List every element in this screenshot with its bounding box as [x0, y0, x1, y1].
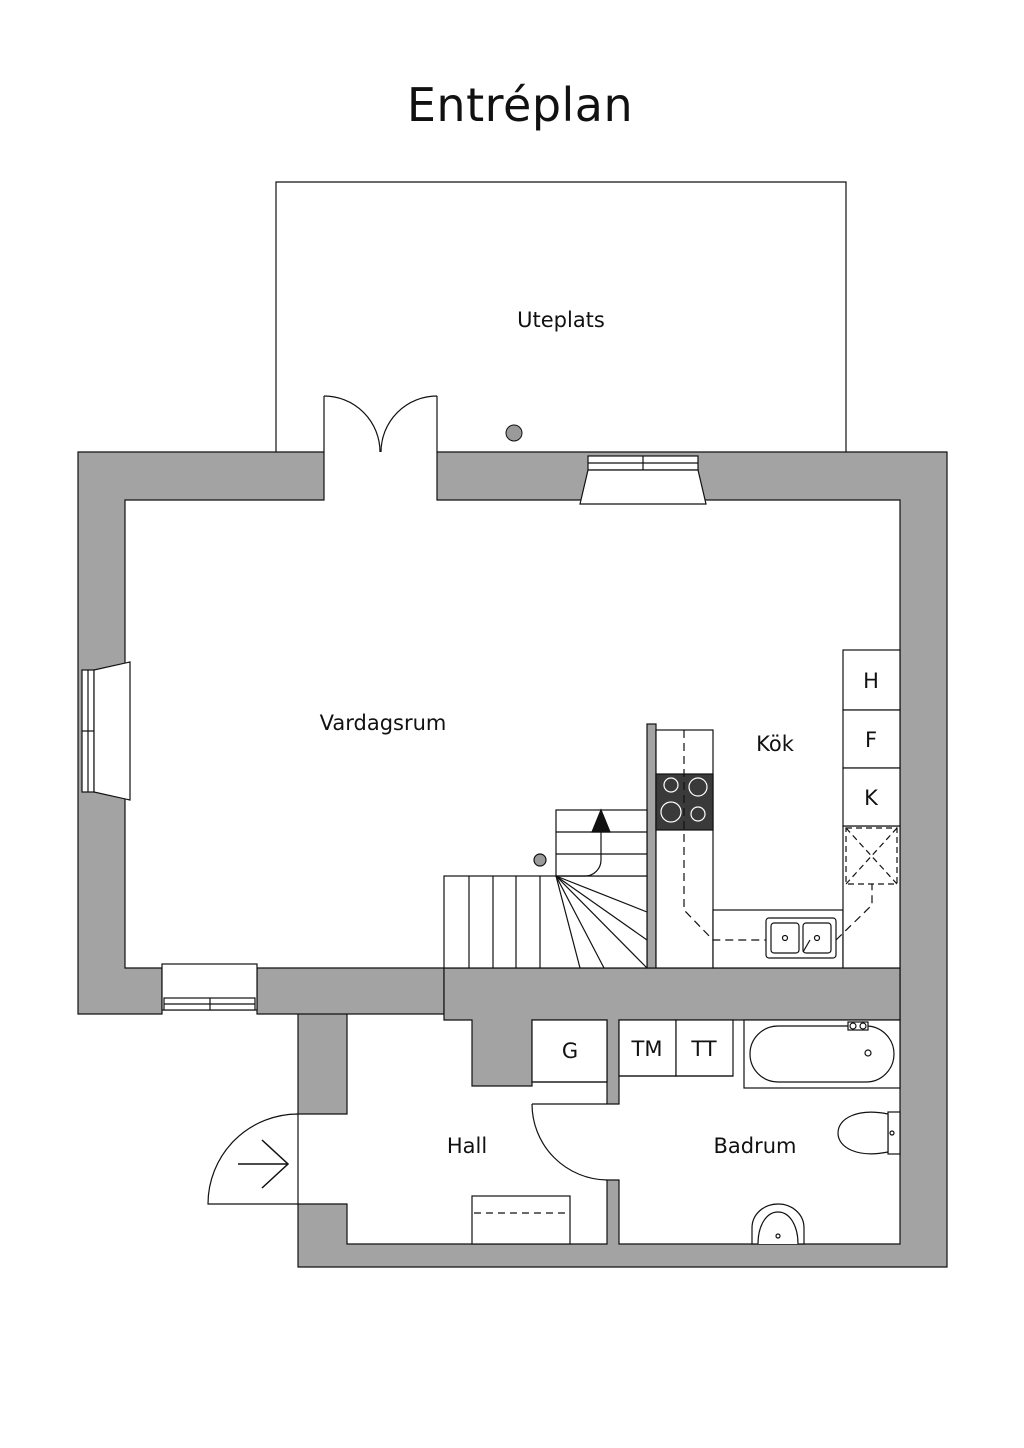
label-wardrobe: G: [562, 1039, 578, 1063]
washbasin-icon: [751, 1203, 805, 1245]
label-washer: TM: [631, 1037, 663, 1061]
wardrobe: [531, 1019, 608, 1083]
hall-fixtures: [471, 1019, 734, 1245]
window-north-reveal: [579, 469, 707, 505]
entrance-door[interactable]: [207, 1113, 299, 1205]
bathroom-fixtures: [743, 1019, 901, 1245]
bathroom-door[interactable]: [531, 1103, 608, 1181]
sink-icon: [765, 917, 837, 959]
label-fridge: H: [863, 669, 879, 693]
toilet-icon: [837, 1111, 901, 1155]
freezer-cabinet: [842, 709, 901, 769]
hall-bench: [471, 1195, 571, 1245]
label-hall: Hall: [447, 1134, 487, 1158]
faucet-icon: [847, 1021, 869, 1031]
plan-title: Entréplan: [406, 78, 634, 132]
exterior-walls: [77, 451, 948, 1268]
label-freezer: F: [865, 728, 877, 752]
dryer: [675, 1019, 734, 1077]
cooler-cabinet: [842, 767, 901, 827]
kitchen: [655, 649, 901, 969]
staircase: [443, 808, 648, 969]
label-vardagsrum: Vardagsrum: [320, 711, 447, 735]
fixture-labels: H F K G TM TT: [562, 669, 879, 1063]
arrow-up-icon: [591, 808, 611, 833]
stair-post: [533, 853, 547, 867]
patio: [275, 181, 847, 452]
window-west-reveal: [93, 661, 131, 801]
label-cooler: K: [864, 786, 879, 810]
patio-door[interactable]: [323, 395, 438, 453]
washer: [618, 1019, 677, 1077]
kitchen-counter-right: [842, 825, 901, 969]
label-badrum: Badrum: [713, 1134, 796, 1158]
windows: [81, 455, 707, 1011]
label-kok: Kök: [756, 732, 795, 756]
label-dryer: TT: [690, 1037, 716, 1061]
patio-post: [505, 424, 523, 442]
label-uteplats: Uteplats: [517, 308, 605, 332]
room-labels: Uteplats Vardagsrum Kök Hall Badrum: [320, 308, 797, 1158]
